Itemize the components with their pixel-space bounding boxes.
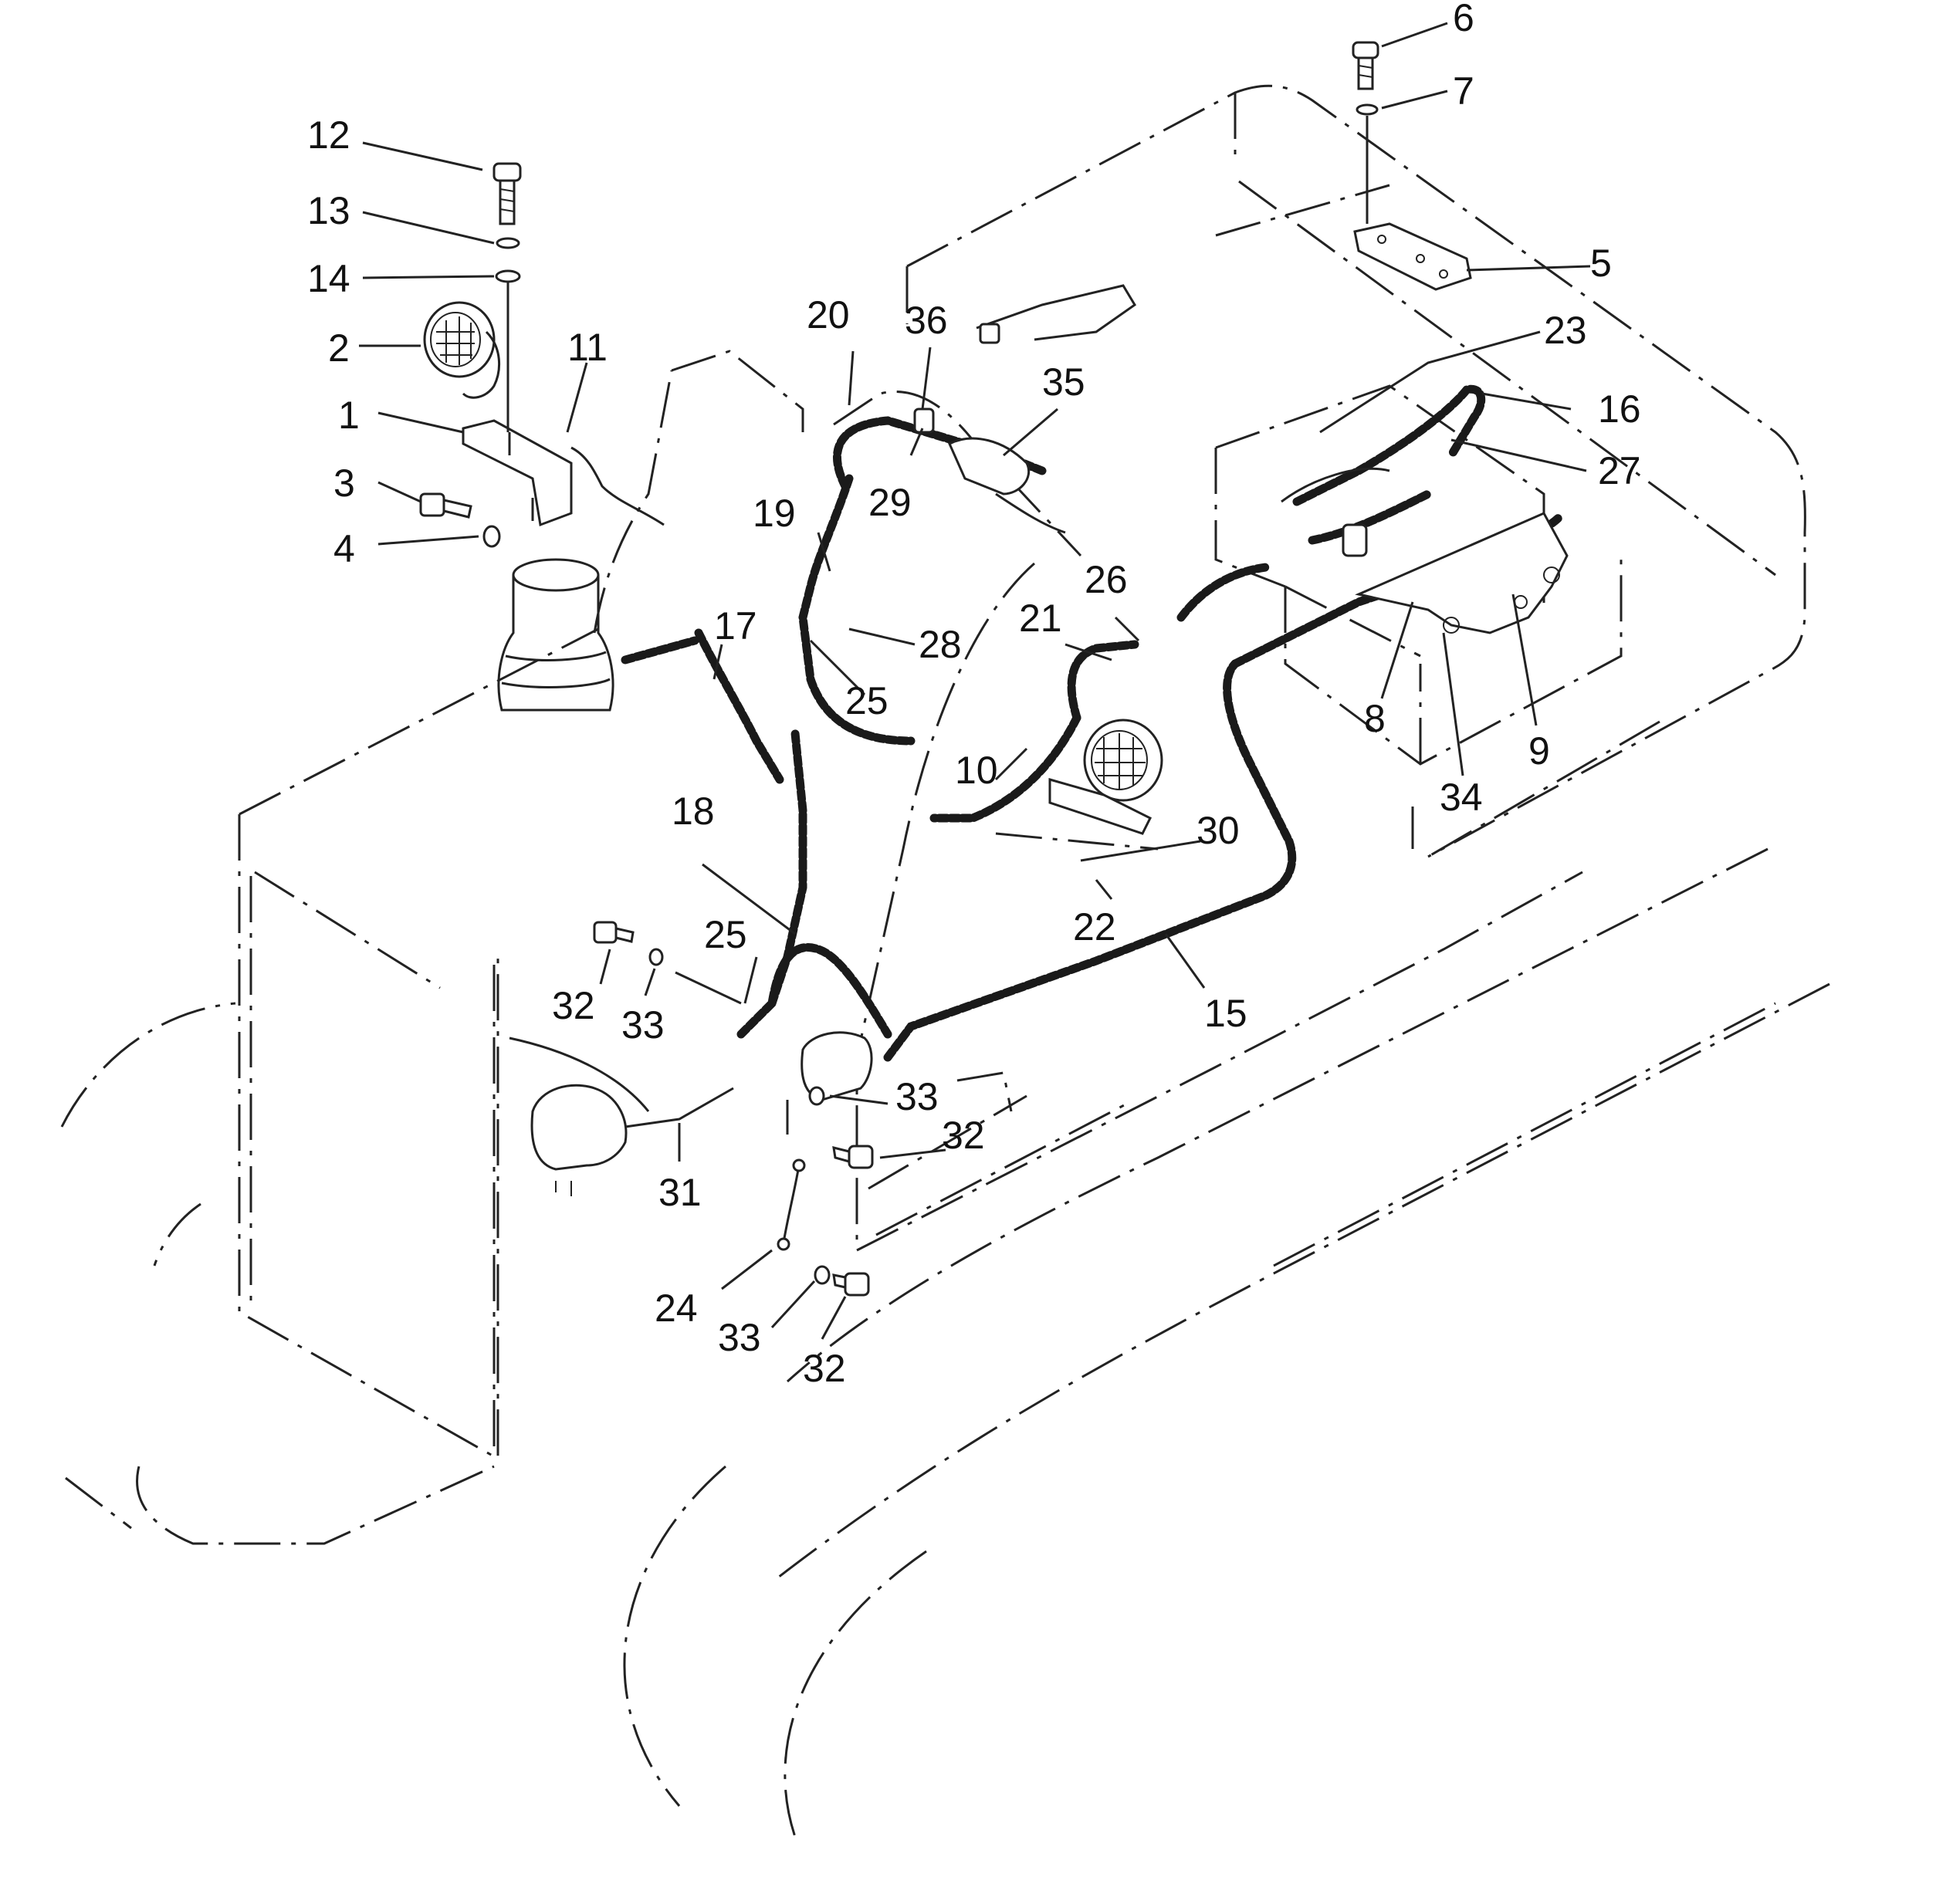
bolt-32-upper xyxy=(593,921,635,944)
callout-26: 26 xyxy=(1085,558,1128,601)
washer-33-middle xyxy=(808,1086,825,1106)
callout-7: 7 xyxy=(1453,69,1474,113)
callout-2: 2 xyxy=(328,326,350,370)
washer-13 xyxy=(496,237,520,249)
washer-4 xyxy=(482,525,501,548)
callout-13: 13 xyxy=(307,189,350,232)
callout-4: 4 xyxy=(333,527,355,570)
callout-25-lower: 25 xyxy=(704,913,747,956)
callout-8: 8 xyxy=(1364,697,1386,740)
callout-28: 28 xyxy=(919,623,962,666)
relay-canister xyxy=(800,1031,873,1101)
callout-21: 21 xyxy=(1019,597,1062,640)
callout-31: 31 xyxy=(658,1171,702,1214)
callout-16: 16 xyxy=(1598,387,1641,431)
bolt-32-lower xyxy=(832,1272,870,1297)
bolt-3 xyxy=(419,492,472,519)
callout-14: 14 xyxy=(307,257,350,300)
callout-5: 5 xyxy=(1590,242,1612,285)
callout-33-a: 33 xyxy=(621,1003,665,1047)
callout-11: 11 xyxy=(567,326,608,369)
callout-29: 29 xyxy=(868,481,912,524)
air-intake-boot xyxy=(497,558,614,712)
callout-10: 10 xyxy=(955,749,998,792)
callout-24-shown: 24 xyxy=(655,1287,698,1330)
callout-27: 27 xyxy=(1598,449,1641,492)
machine-body-outline xyxy=(60,84,1830,1838)
callout-32-a: 32 xyxy=(552,984,595,1027)
ground-strap-24 xyxy=(777,1158,806,1251)
callout-17: 17 xyxy=(714,604,757,648)
callout-33-b: 33 xyxy=(895,1075,939,1118)
callout-32-lower: 32 xyxy=(803,1347,846,1390)
callout-32-b: 32 xyxy=(942,1114,985,1157)
callout-1: 1 xyxy=(338,394,360,437)
washer-14 xyxy=(495,269,521,283)
bolt-6 xyxy=(1352,41,1379,90)
bolt-32-middle xyxy=(832,1145,874,1169)
callout-9: 9 xyxy=(1528,729,1550,773)
callout-18: 18 xyxy=(672,790,715,833)
callout-35: 35 xyxy=(1042,360,1085,404)
callout-25-upper: 25 xyxy=(845,679,888,722)
connector-36 xyxy=(913,408,935,434)
callout-33-lower: 33 xyxy=(718,1316,761,1359)
callout-23: 23 xyxy=(1544,309,1587,352)
callout-36: 36 xyxy=(905,299,948,342)
callout-12: 12 xyxy=(307,113,350,157)
bolt-12 xyxy=(492,162,522,225)
starter-motor xyxy=(509,1037,734,1196)
callout-3: 3 xyxy=(333,462,355,505)
callout-30: 30 xyxy=(1197,809,1240,852)
callout-22: 22 xyxy=(1073,905,1116,949)
lamp-bracket xyxy=(462,419,665,527)
callout-20: 20 xyxy=(807,293,850,336)
horn-35 xyxy=(948,437,1066,534)
wire-harnesses xyxy=(621,384,1564,1062)
upper-cab-wiring xyxy=(976,284,1137,344)
washer-33-upper xyxy=(648,948,664,966)
leader-lines xyxy=(359,22,1591,1340)
callout-15: 15 xyxy=(1204,992,1247,1035)
callout-34-shown: 34 xyxy=(1440,776,1483,819)
washer-33-lower xyxy=(814,1265,831,1285)
callout-6: 6 xyxy=(1453,0,1474,39)
work-lamp-upper xyxy=(423,301,501,399)
washer-7 xyxy=(1356,103,1379,116)
mounting-plate-5 xyxy=(1353,222,1472,291)
callout-19: 19 xyxy=(753,492,796,535)
callout-labels: 12 13 14 2 1 3 4 11 6 7 5 23 16 27 20 36… xyxy=(307,0,1641,1390)
work-lamp-center xyxy=(1048,719,1163,835)
